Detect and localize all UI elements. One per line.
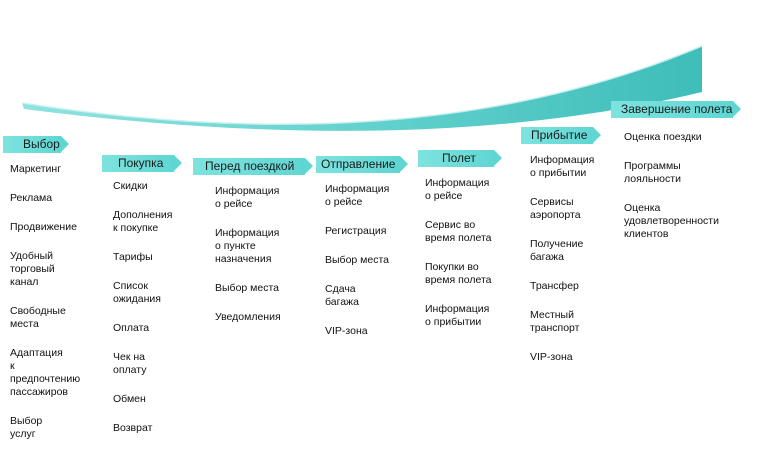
stage-item: Сервисы аэропорта bbox=[530, 196, 581, 221]
stage-item: Обмен bbox=[113, 393, 146, 405]
stage-header: Завершение полета bbox=[611, 101, 741, 118]
stage-item: Дополнения к покупке bbox=[113, 209, 173, 234]
stage-item: Информация о рейсе bbox=[425, 177, 490, 202]
stage-header: Прибытие bbox=[521, 127, 601, 144]
stage-item: Сдача багажа bbox=[325, 283, 359, 308]
stage-item: Тарифы bbox=[113, 251, 153, 263]
stage-header: Покупка bbox=[102, 155, 182, 172]
stage-item: Маркетинг bbox=[10, 163, 62, 175]
stage-item: Выбор места bbox=[215, 282, 279, 294]
stage-item: Уведомления bbox=[215, 311, 281, 323]
journey-curve-highlight bbox=[21, 45, 703, 125]
stage-header: Полет bbox=[418, 150, 502, 167]
stage-item: VIP-зона bbox=[530, 351, 573, 363]
stage-item: Список ожидания bbox=[113, 280, 161, 305]
stage-item: Информация о рейсе bbox=[215, 185, 280, 210]
stage-item: Возврат bbox=[113, 422, 153, 434]
stage-item: Информация о рейсе bbox=[325, 183, 390, 208]
stage-item: Трансфер bbox=[530, 280, 579, 292]
stage-item: Программы лояльности bbox=[624, 160, 681, 185]
stage-item: Оценка поездки bbox=[624, 131, 702, 143]
stage-item: Удобный торговый канал bbox=[10, 250, 55, 288]
stage-item: Информация о прибытии bbox=[425, 303, 490, 328]
stage-item: Получение багажа bbox=[530, 238, 584, 263]
stage-item: Местный транспорт bbox=[530, 309, 580, 334]
stage-item: Покупки во время полета bbox=[425, 261, 492, 286]
stage-item: Свободные места bbox=[10, 305, 66, 330]
stage-item: VIP-зона bbox=[325, 325, 368, 337]
stage-item: Выбор места bbox=[325, 254, 389, 266]
stage-header: Выбор bbox=[3, 136, 69, 153]
stage-item: Продвижение bbox=[10, 221, 77, 233]
stage-item: Информация о пункте назначения bbox=[215, 227, 280, 265]
stage-item: Чек на оплату bbox=[113, 351, 147, 376]
stage-item: Оплата bbox=[113, 322, 150, 334]
journey-curve-band bbox=[22, 46, 702, 131]
stage-item: Выбор услуг bbox=[10, 415, 43, 440]
stage-item: Информация о прибытии bbox=[530, 154, 595, 179]
stage-item: Реклама bbox=[10, 192, 53, 204]
stage-item: Регистрация bbox=[325, 225, 387, 237]
journey-curve bbox=[21, 45, 703, 131]
stage-item: Адаптация к предпочтению пассажиров bbox=[10, 347, 81, 398]
stage-item: Скидки bbox=[113, 180, 148, 192]
stage-item: Сервис во время полета bbox=[425, 219, 492, 244]
stage-header: Перед поездкой bbox=[193, 158, 313, 175]
stage-header: Отправление bbox=[316, 156, 408, 173]
stage-item: Оценка удовлетворенности клиентов bbox=[624, 202, 719, 240]
